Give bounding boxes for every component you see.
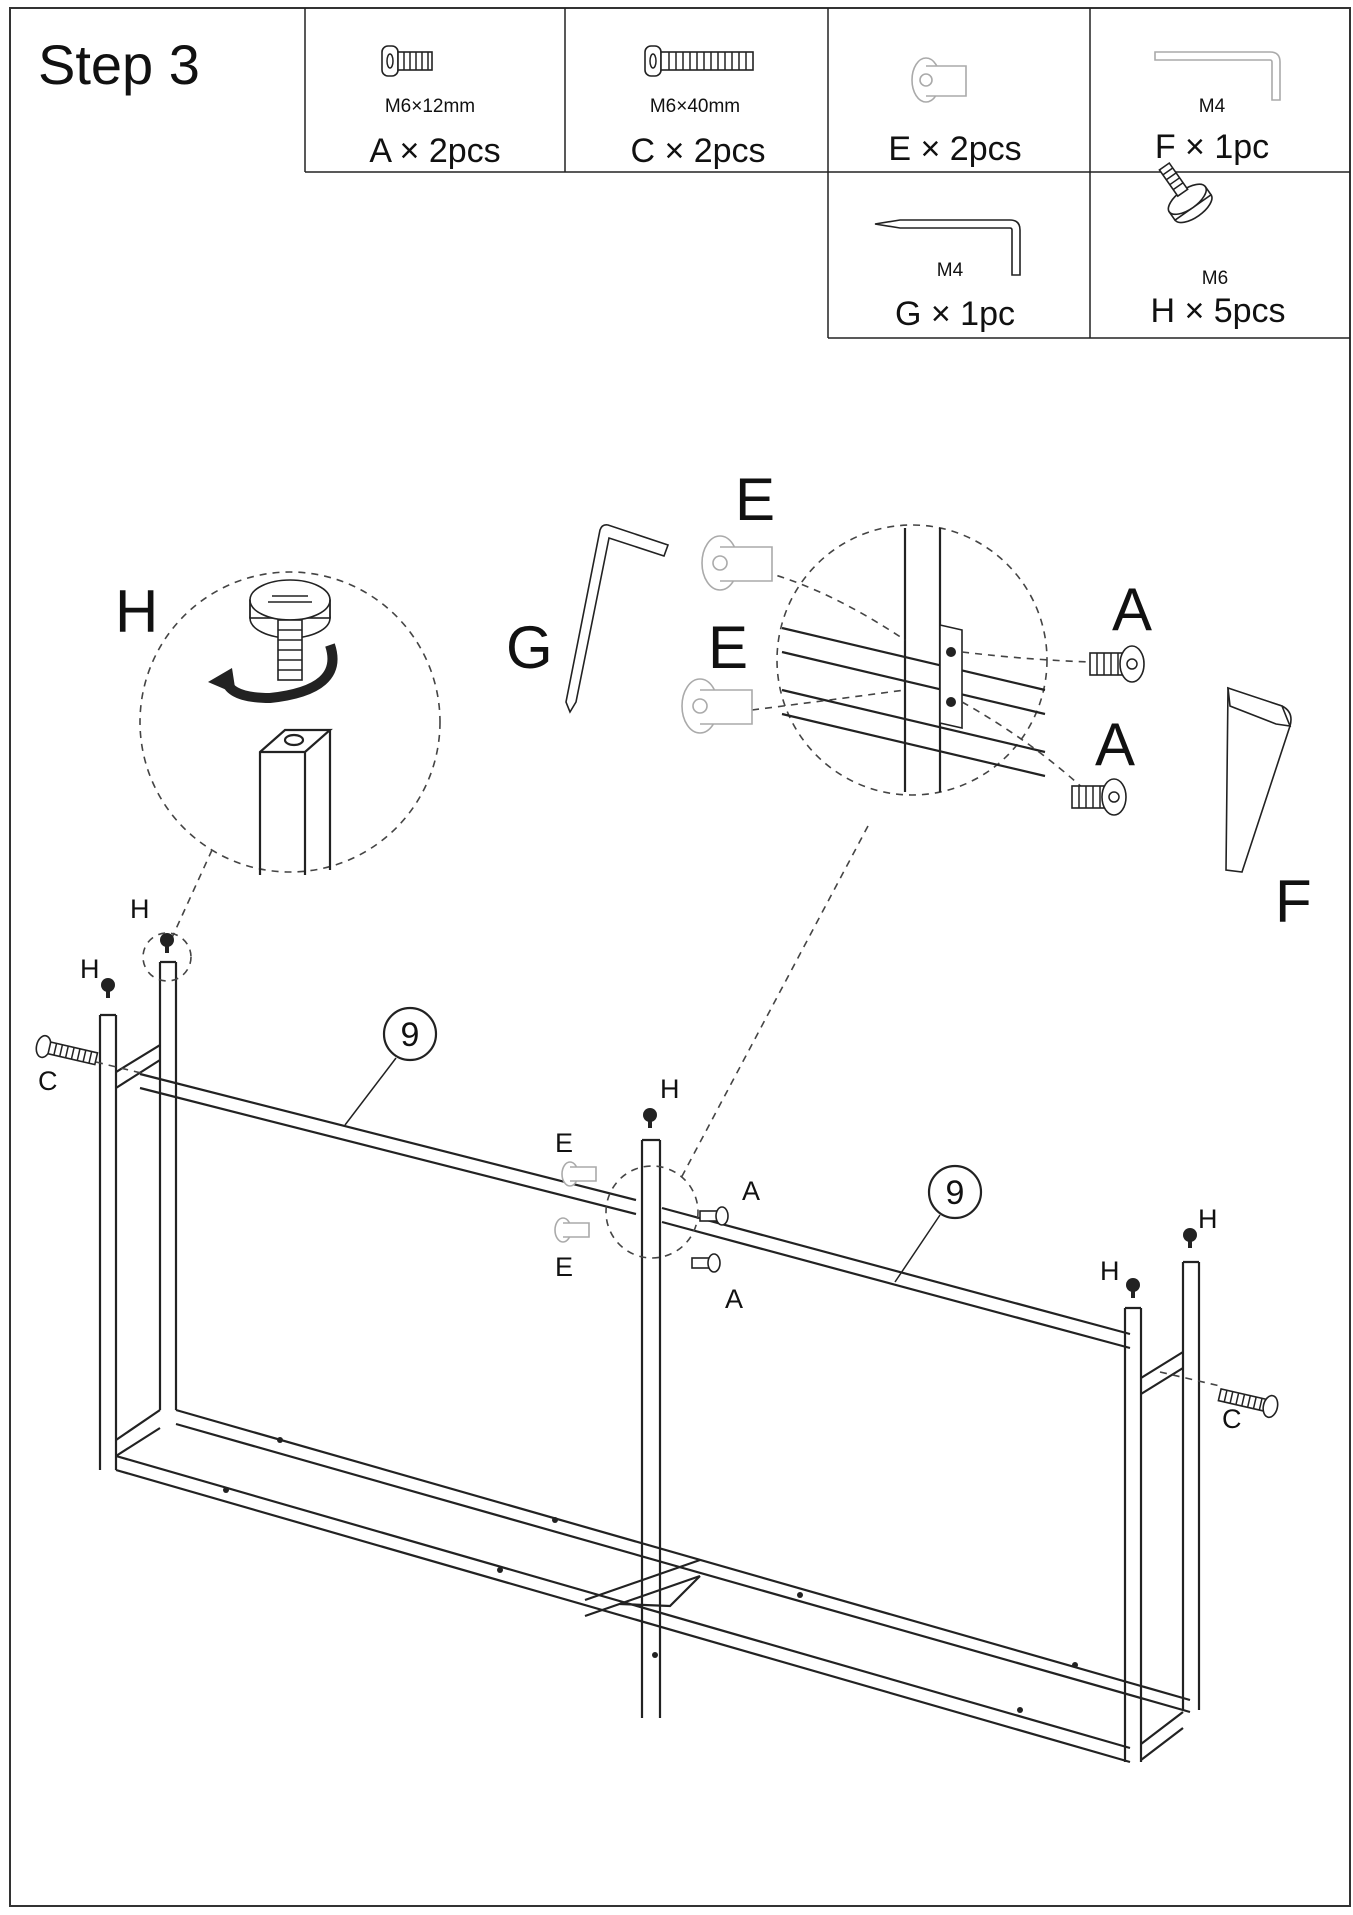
- frame-label-a-top: A: [742, 1176, 760, 1206]
- callout-label-a-bottom: A: [1095, 711, 1135, 778]
- allen-key-g: G: [506, 524, 670, 714]
- long-bolt-icon: [644, 45, 754, 77]
- qty-label-c: C × 2pcs: [630, 132, 765, 170]
- short-bolt-icon: [381, 45, 433, 77]
- callout-label-g: G: [506, 614, 553, 681]
- qty-label-a: A × 2pcs: [369, 132, 500, 170]
- page-border: [9, 7, 1351, 1907]
- frame-label-h-5: H: [1198, 1204, 1218, 1234]
- frame-label-h-2: H: [130, 894, 150, 924]
- frame-label-a-bottom: A: [725, 1284, 743, 1314]
- frame-assembly: 9 9 H H H H H C C: [35, 894, 1279, 1764]
- callout-label-h: H: [115, 578, 158, 645]
- leveling-foot-detail: H: [115, 571, 441, 943]
- qty-label-h: H × 5pcs: [1150, 292, 1285, 330]
- frame-label-h-1: H: [80, 954, 100, 984]
- joint-detail: E E A A: [679, 466, 1152, 1181]
- spec-label-g: M4: [937, 260, 964, 281]
- long-bolt-icon: [1217, 1387, 1279, 1419]
- frame-label-e-top: E: [555, 1128, 573, 1158]
- spec-label-c: M6×40mm: [650, 96, 740, 117]
- spec-label-f: M4: [1199, 96, 1226, 117]
- barrel-nut-icon: [681, 678, 753, 734]
- hardware-cell-c: M6×40mm C × 2pcs: [630, 45, 766, 170]
- frame-label-c-right: C: [1222, 1404, 1242, 1434]
- frame-label-h-3: H: [660, 1074, 680, 1104]
- short-bolt-icon: [1071, 778, 1127, 816]
- leveling-foot-icon: [1158, 161, 1213, 224]
- hardware-cell-f: M4 F × 1pc: [1154, 51, 1281, 166]
- short-bolt-icon: [691, 1253, 721, 1273]
- allen-key-icon: [1154, 51, 1281, 101]
- qty-label-e: E × 2pcs: [888, 130, 1021, 168]
- step-title: Step 3: [38, 33, 200, 96]
- callout-label-f: F: [1275, 868, 1312, 935]
- long-bolt-icon: [35, 1034, 99, 1066]
- qty-label-g: G × 1pc: [895, 295, 1015, 333]
- hardware-cell-e: E × 2pcs: [888, 57, 1022, 168]
- barrel-nut-icon: [911, 57, 967, 103]
- hardware-cell-a: M6×12mm A × 2pcs: [369, 45, 501, 170]
- callout-label-e-bottom: E: [708, 614, 748, 681]
- spec-label-h: M6: [1202, 268, 1228, 289]
- frame-label-e-bottom: E: [555, 1252, 573, 1282]
- leveling-foot-icon: [101, 933, 1197, 1298]
- hardware-cell-h: M6 H × 5pcs: [1150, 161, 1286, 330]
- spec-label-a: M6×12mm: [385, 96, 475, 117]
- qty-label-f: F × 1pc: [1155, 128, 1269, 166]
- barrel-nut-icon: [701, 535, 773, 591]
- callout-label-e-top: E: [735, 466, 775, 533]
- barrel-nut-icon: [561, 1161, 597, 1187]
- frame-label-h-4: H: [1100, 1256, 1120, 1286]
- allen-key-f: F: [1225, 686, 1312, 935]
- short-bolt-icon: [699, 1206, 729, 1226]
- frame-label-c-left: C: [38, 1066, 58, 1096]
- short-bolt-icon: [1089, 645, 1145, 683]
- allen-key-icon: [874, 219, 1021, 276]
- callout-label-a-top: A: [1112, 576, 1152, 643]
- part-number-9-right: 9: [946, 1174, 965, 1212]
- barrel-nut-icon: [554, 1217, 590, 1243]
- hardware-cell-g: M4 G × 1pc: [874, 219, 1021, 333]
- part-number-9-left: 9: [401, 1016, 420, 1054]
